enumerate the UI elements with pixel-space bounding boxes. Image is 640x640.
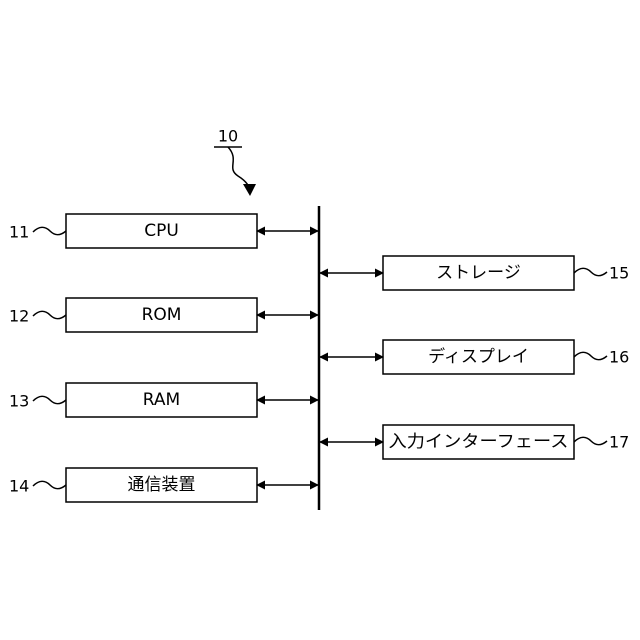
right-block-display: ディスプレイ 16: [320, 340, 629, 374]
block-label: 入力インターフェース: [389, 432, 569, 452]
block-label: ROM: [142, 305, 182, 325]
block-label: 通信装置: [128, 475, 196, 495]
block-ref-leader: [33, 396, 66, 403]
left-block-communication-device: 通信装置 14: [9, 468, 318, 502]
block-label: ストレージ: [436, 263, 521, 283]
left-block-ram: RAM 13: [9, 383, 318, 417]
block-ref-leader: [33, 311, 66, 318]
left-block-rom: ROM 12: [9, 298, 318, 332]
block-ref-leader: [574, 437, 607, 444]
block-ref-leader: [33, 227, 66, 234]
block-label: CPU: [144, 221, 179, 241]
block-ref: 12: [9, 307, 29, 326]
block-ref: 15: [609, 264, 629, 283]
block-ref: 14: [9, 477, 29, 496]
block-ref-leader: [574, 268, 607, 275]
block-label: ディスプレイ: [428, 346, 529, 367]
block-ref: 13: [9, 392, 29, 411]
system-ref-label: 10: [218, 127, 238, 146]
block-ref: 11: [9, 223, 29, 242]
block-label: RAM: [143, 390, 180, 410]
right-block-storage: ストレージ 15: [320, 256, 629, 290]
block-ref-leader: [574, 352, 607, 359]
block-ref: 17: [609, 433, 629, 452]
system-ref-arrowhead: [243, 184, 256, 196]
system-reference: 10: [214, 127, 256, 197]
right-block-input-interface: 入力インターフェース 17: [320, 425, 629, 459]
left-block-cpu: CPU 11: [9, 214, 318, 248]
block-ref: 16: [609, 348, 629, 367]
block-ref-leader: [33, 481, 66, 488]
